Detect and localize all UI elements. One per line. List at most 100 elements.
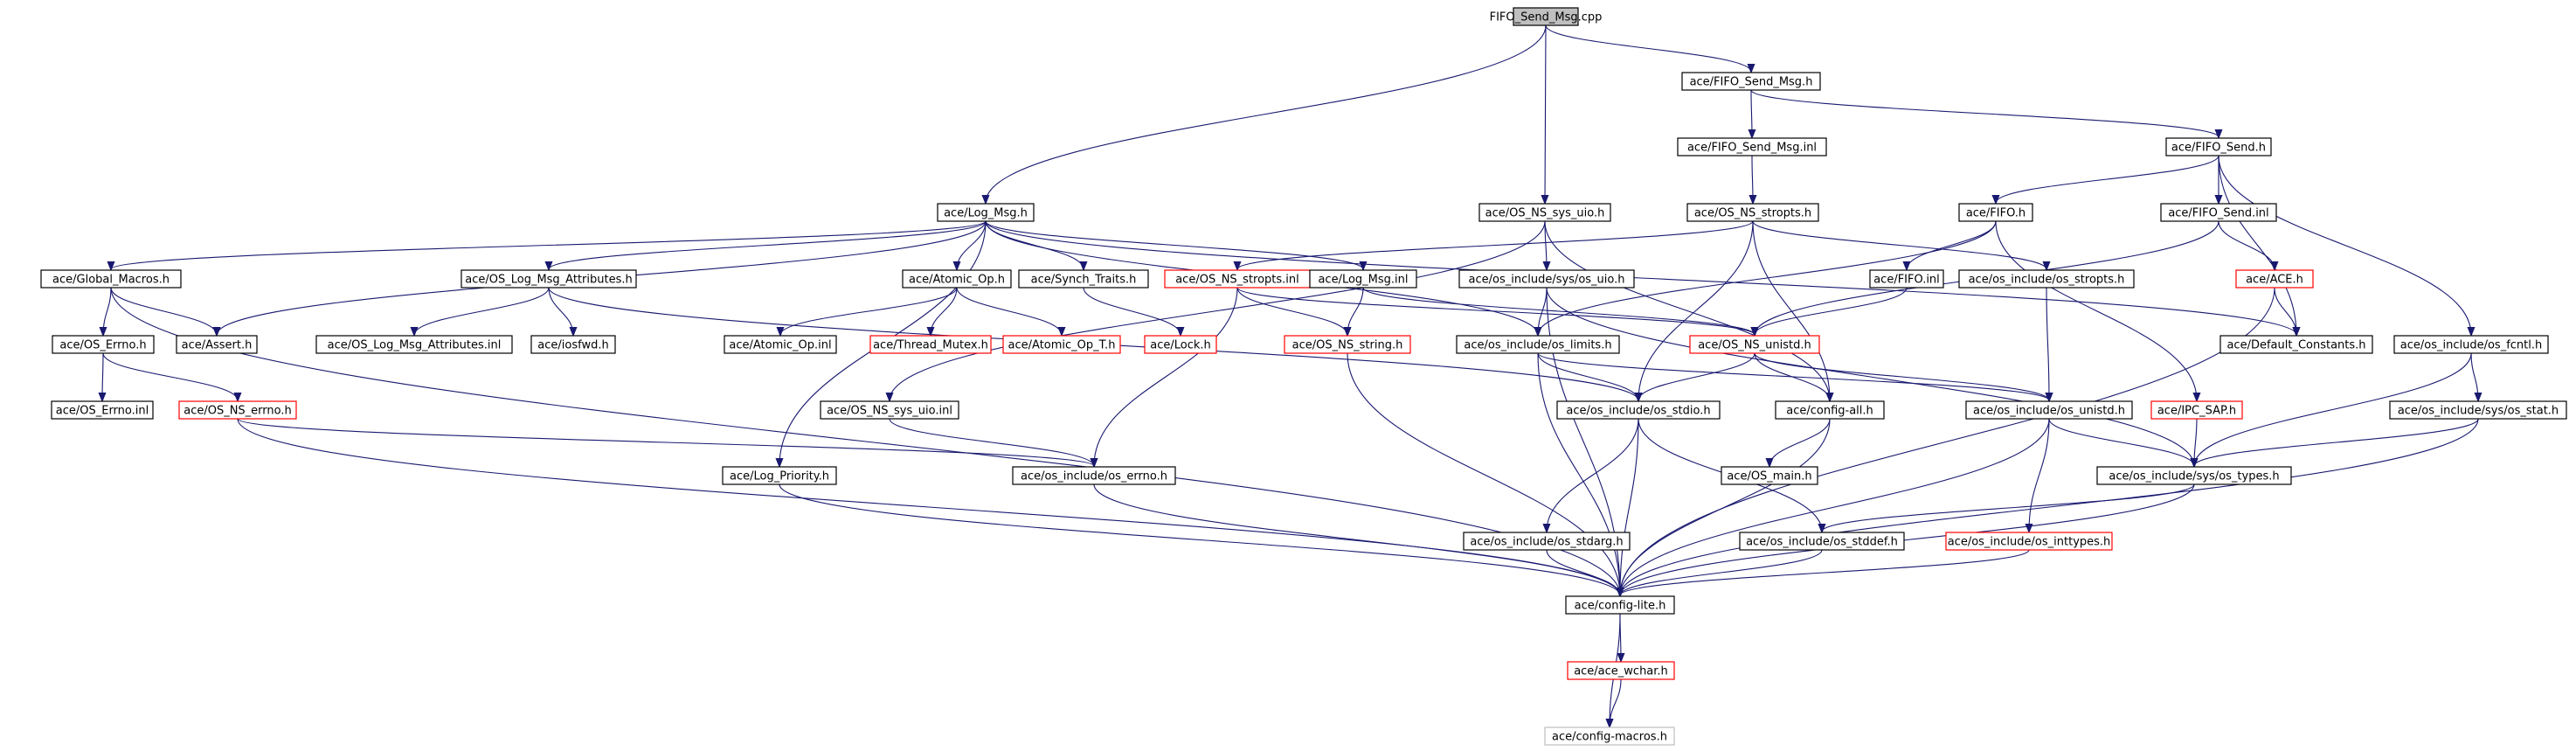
node-box[interactable] (820, 400, 959, 420)
node-os-include-os-limits-h[interactable]: ace/os_include/os_limits.h (1456, 335, 1620, 354)
node-os-include-os-fcntl-h[interactable]: ace/os_include/os_fcntl.h (2393, 335, 2549, 354)
node-os-include-sys-os-uio-h[interactable]: ace/os_include/sys/os_uio.h (1458, 269, 1635, 289)
node-box[interactable] (1681, 72, 1821, 91)
node-box[interactable] (1958, 203, 2033, 222)
node-fifo-send-h[interactable]: ace/FIFO_Send.h (2165, 137, 2272, 156)
node-os-ns-string-h[interactable]: ace/OS_NS_string.h (1284, 335, 1411, 354)
node-os-ns-stropts-h[interactable]: ace/OS_NS_stropts.h (1686, 203, 1819, 222)
node-os-errno-h[interactable]: ace/OS_Errno.h (52, 335, 155, 354)
node-fifo-send-inl[interactable]: ace/FIFO_Send.inl (2160, 203, 2277, 222)
node-synch-traits-h[interactable]: ace/Synch_Traits.h (1018, 269, 1149, 289)
node-os-ns-sys-uio-inl[interactable]: ace/OS_NS_sys_uio.inl (820, 400, 959, 420)
node-box[interactable] (1556, 400, 1721, 420)
node-fifo-send-msg-inl[interactable]: ace/FIFO_Send_Msg.inl (1677, 137, 1827, 156)
node-box[interactable] (724, 335, 837, 354)
edge-os-sys-uio-h-to-os-limits-h (1538, 287, 1548, 335)
node-os-ns-stropts-inl[interactable]: ace/OS_NS_stropts.inl (1164, 269, 1311, 289)
node-box[interactable] (1869, 269, 1944, 289)
node-fifo-inl[interactable]: ace/FIFO.inl (1869, 269, 1944, 289)
node-box[interactable] (2235, 269, 2314, 289)
node-box[interactable] (2389, 400, 2567, 420)
node-os-include-os-stropts-h[interactable]: ace/os_include/os_stropts.h (1958, 269, 2135, 289)
node-box[interactable] (460, 269, 637, 289)
node-box[interactable] (1565, 595, 1675, 615)
node-box[interactable] (1677, 137, 1827, 156)
node-config-macros-h[interactable]: ace/config-macros.h (1544, 727, 1675, 746)
node-box[interactable] (2160, 203, 2277, 222)
node-box[interactable] (1965, 400, 2133, 420)
node-atomic-op-t-h[interactable]: ace/Atomic_Op_T.h (1002, 335, 1121, 354)
node-ace-wchar-h[interactable]: ace/ace_wchar.h (1567, 661, 1675, 680)
node-log-msg-h[interactable]: ace/Log_Msg.h (937, 203, 1035, 222)
node-os-include-os-stdarg-h[interactable]: ace/os_include/os_stdarg.h (1463, 532, 1631, 551)
node-box[interactable] (1012, 466, 1176, 485)
node-box[interactable] (1309, 269, 1417, 289)
node-os-include-os-unistd-h[interactable]: ace/os_include/os_unistd.h (1965, 400, 2133, 420)
node-os-include-os-stddef-h[interactable]: ace/os_include/os_stddef.h (1739, 532, 1905, 551)
node-os-include-os-stdio-h[interactable]: ace/os_include/os_stdio.h (1556, 400, 1721, 420)
node-config-lite-h[interactable]: ace/config-lite.h (1565, 595, 1675, 615)
node-box[interactable] (315, 335, 513, 354)
node-box[interactable] (1686, 203, 1819, 222)
node-box[interactable] (1144, 335, 1217, 354)
node-atomic-op-inl[interactable]: ace/Atomic_Op.inl (724, 335, 837, 354)
node-box[interactable] (722, 466, 837, 485)
node-assert-h[interactable]: ace/Assert.h (176, 335, 258, 354)
node-config-all-h[interactable]: ace/config-all.h (1775, 400, 1885, 420)
node-box[interactable] (1018, 269, 1149, 289)
node-global-macros-h[interactable]: ace/Global_Macros.h (40, 269, 182, 289)
node-ipc-sap-h[interactable]: ace/IPC_SAP.h (2150, 400, 2243, 420)
node-box[interactable] (1544, 727, 1675, 746)
node-box[interactable] (2150, 400, 2243, 420)
node-os-ns-unistd-h[interactable]: ace/OS_NS_unistd.h (1689, 335, 1820, 354)
node-box[interactable] (1945, 532, 2113, 551)
node-ace-h[interactable]: ace/ACE.h (2235, 269, 2314, 289)
node-box[interactable] (1739, 532, 1905, 551)
node-box[interactable] (1775, 400, 1885, 420)
node-os-include-os-inttypes-h[interactable]: ace/os_include/os_inttypes.h (1945, 532, 2113, 551)
node-box[interactable] (178, 400, 297, 420)
node-default-constants-h[interactable]: ace/Default_Constants.h (2219, 335, 2373, 354)
node-os-main-h[interactable]: ace/OS_main.h (1721, 466, 1818, 485)
node-box[interactable] (1958, 269, 2135, 289)
node-os-ns-errno-h[interactable]: ace/OS_NS_errno.h (178, 400, 297, 420)
node-fifo-h[interactable]: ace/FIFO.h (1958, 203, 2033, 222)
node-box[interactable] (902, 269, 1012, 289)
node-iosfwd-h[interactable]: ace/iosfwd.h (530, 335, 616, 354)
node-box[interactable] (1002, 335, 1121, 354)
node-atomic-op-h[interactable]: ace/Atomic_Op.h (902, 269, 1012, 289)
node-box[interactable] (1456, 335, 1620, 354)
node-fifo-send-msg-h[interactable]: ace/FIFO_Send_Msg.h (1681, 72, 1821, 91)
node-box[interactable] (530, 335, 616, 354)
node-box[interactable] (1721, 466, 1818, 485)
node-box[interactable] (1478, 203, 1611, 222)
node-box[interactable] (1513, 7, 1579, 26)
node-log-msg-inl[interactable]: ace/Log_Msg.inl (1309, 269, 1417, 289)
node-os-ns-sys-uio-h[interactable]: ace/OS_NS_sys_uio.h (1478, 203, 1611, 222)
node-box[interactable] (1689, 335, 1820, 354)
node-box[interactable] (1284, 335, 1411, 354)
node-os-log-msg-attributes-inl[interactable]: ace/OS_Log_Msg_Attributes.inl (315, 335, 513, 354)
node-box[interactable] (869, 335, 992, 354)
node-fifo-send-msg-cpp[interactable]: FIFO_Send_Msg.cpp (1490, 7, 1603, 26)
node-os-log-msg-attributes-h[interactable]: ace/OS_Log_Msg_Attributes.h (460, 269, 637, 289)
node-box[interactable] (937, 203, 1035, 222)
node-box[interactable] (52, 335, 155, 354)
node-os-include-sys-os-types-h[interactable]: ace/os_include/sys/os_types.h (2096, 466, 2292, 485)
node-lock-h[interactable]: ace/Lock.h (1144, 335, 1217, 354)
node-box[interactable] (40, 269, 182, 289)
node-box[interactable] (1567, 661, 1675, 680)
node-box[interactable] (2165, 137, 2272, 156)
node-os-include-os-errno-h[interactable]: ace/os_include/os_errno.h (1012, 466, 1176, 485)
node-box[interactable] (2219, 335, 2373, 354)
node-os-include-sys-os-stat-h[interactable]: ace/os_include/sys/os_stat.h (2389, 400, 2567, 420)
node-box[interactable] (1458, 269, 1635, 289)
node-box[interactable] (176, 335, 258, 354)
node-box[interactable] (2393, 335, 2549, 354)
node-os-errno-inl[interactable]: ace/OS_Errno.inl (51, 400, 154, 420)
node-box[interactable] (1463, 532, 1631, 551)
node-box[interactable] (51, 400, 154, 420)
node-log-priority-h[interactable]: ace/Log_Priority.h (722, 466, 837, 485)
node-box[interactable] (2096, 466, 2292, 485)
node-thread-mutex-h[interactable]: ace/Thread_Mutex.h (869, 335, 992, 354)
